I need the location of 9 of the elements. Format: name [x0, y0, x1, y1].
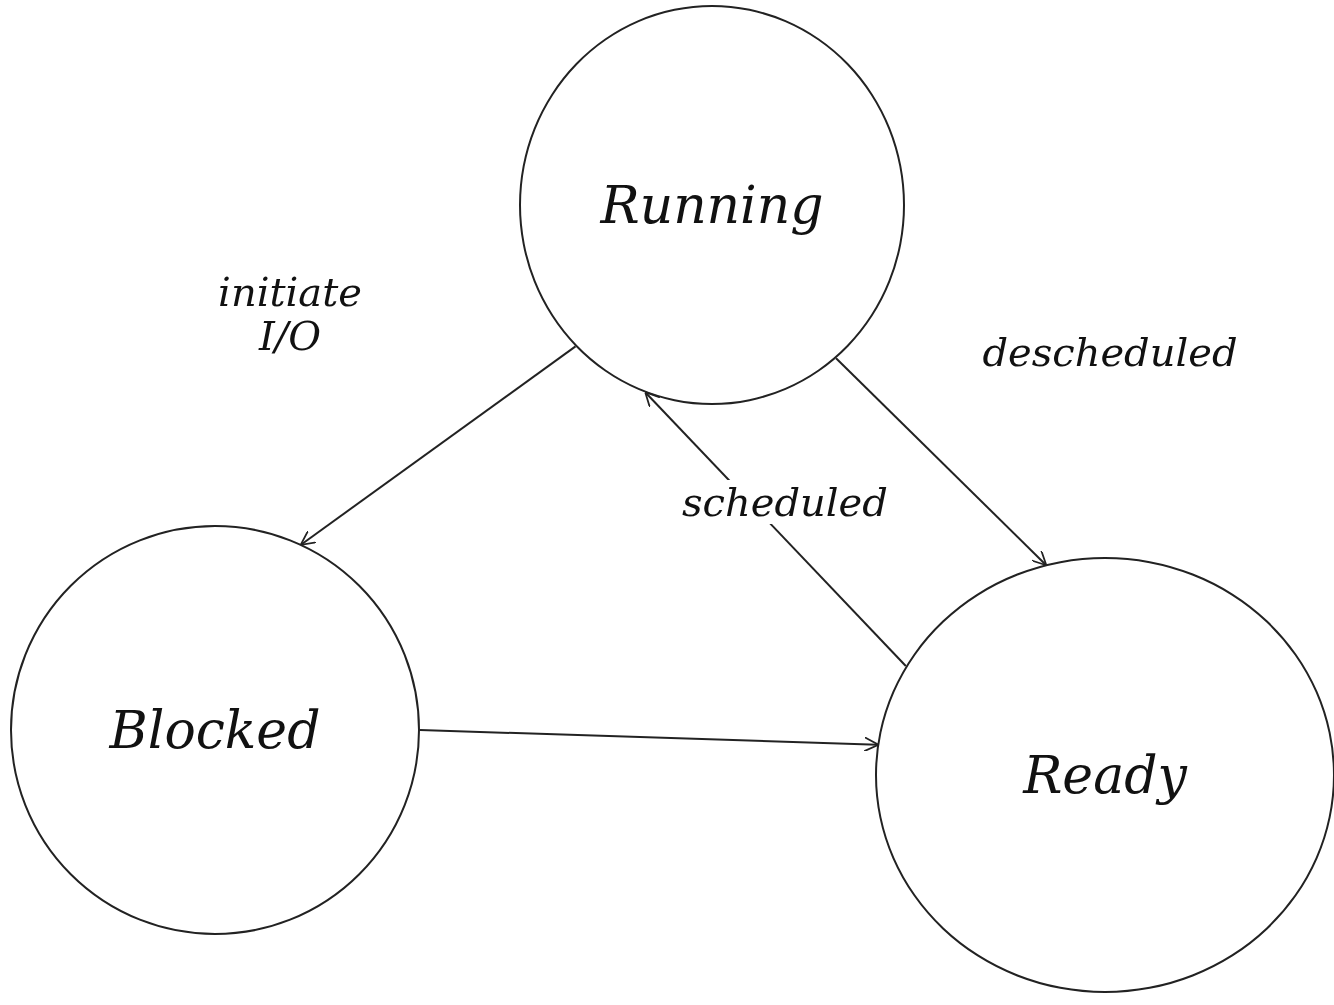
- state-name: Running: [600, 175, 824, 235]
- state-name: Ready: [1023, 745, 1187, 805]
- arrow: [299, 345, 577, 546]
- state-circle: [10, 525, 420, 935]
- state-name: Blocked: [109, 700, 321, 760]
- arrow: [835, 357, 1048, 567]
- state-circle: [875, 557, 1334, 993]
- arrow: [419, 729, 880, 753]
- state-circle: [519, 5, 905, 405]
